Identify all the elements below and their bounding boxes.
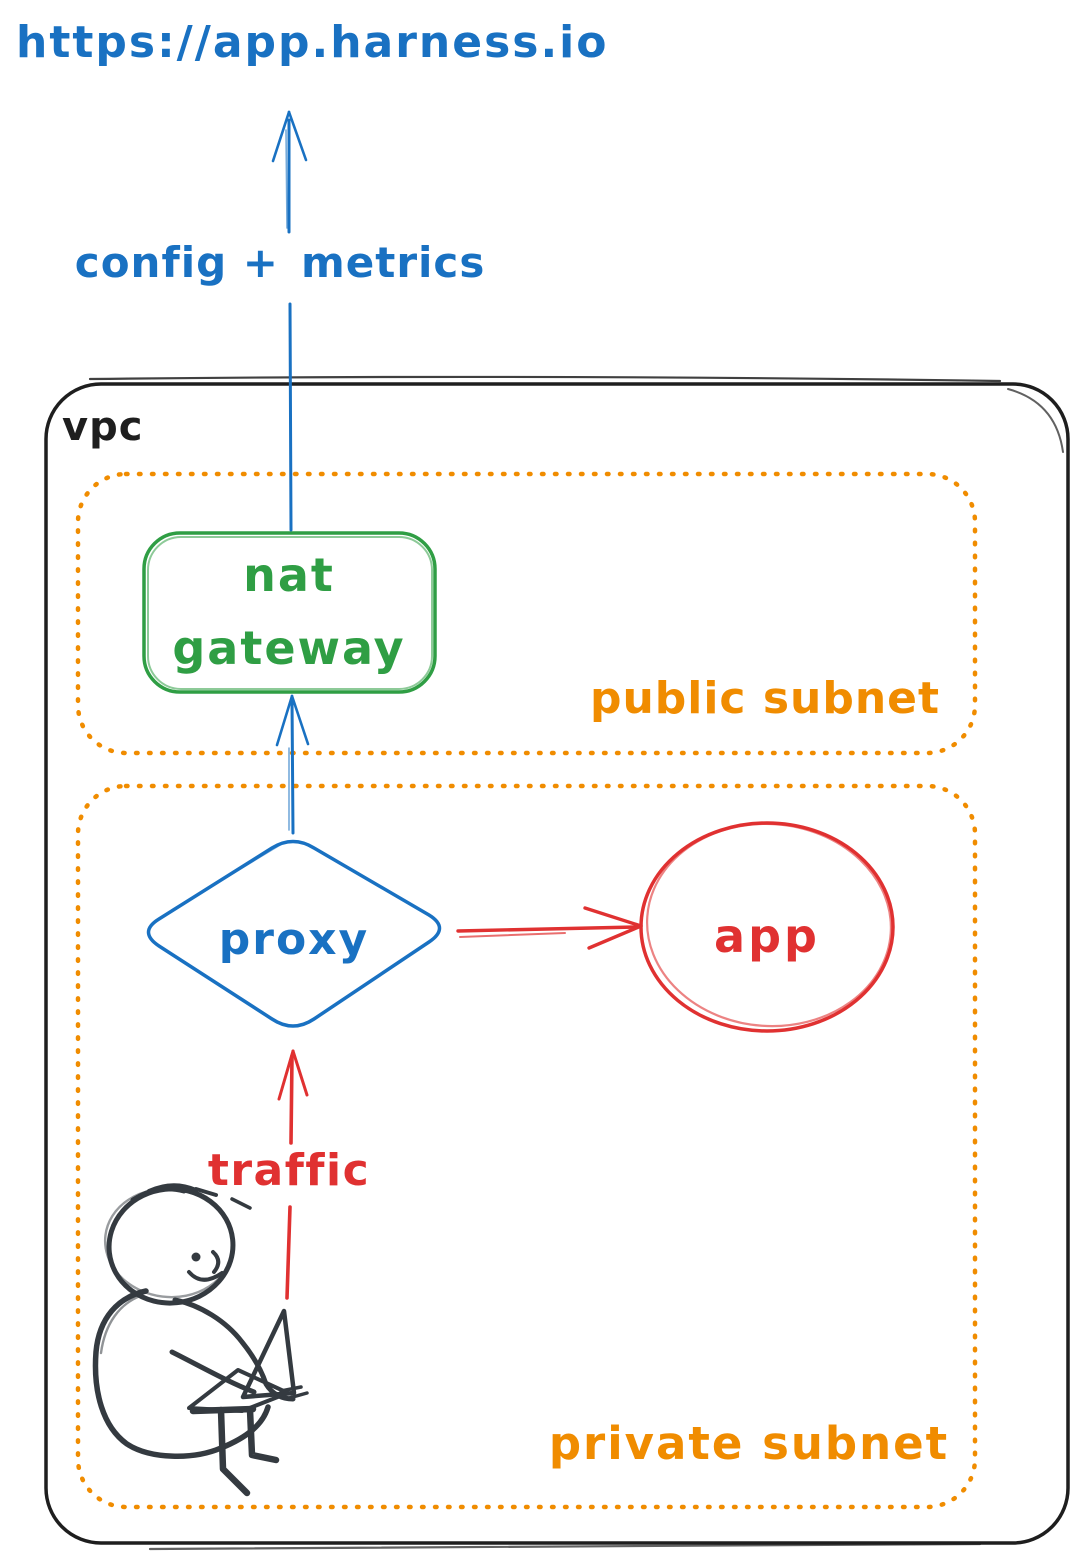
arrow-config-metrics [271,110,308,532]
vpc-label: vpc [62,404,144,450]
config-metrics-label: config + [74,238,279,287]
proxy-label: proxy [218,914,370,965]
nat-gateway-label: nat [243,548,335,602]
url-label: https://app.harness.io [16,17,609,68]
arrow-proxy-to-nat [275,694,310,835]
private-subnet-label: private subnet [548,1417,950,1470]
config-metrics-label: metrics [301,238,486,287]
nat-gateway-label: gateway [172,621,406,675]
arrow-traffic [277,1049,309,1300]
nat-gateway-box [142,531,437,694]
private-subnet-box [75,783,978,1510]
public-subnet-label: public subnet [589,673,941,724]
app-label: app [714,909,820,963]
person-with-laptop-illustration [92,1183,309,1497]
traffic-label: traffic [207,1145,371,1196]
arrow-proxy-to-app [456,906,643,950]
proxy-diamond [146,839,442,1028]
public-subnet-box [75,471,978,756]
vpc-box [44,375,1070,1551]
